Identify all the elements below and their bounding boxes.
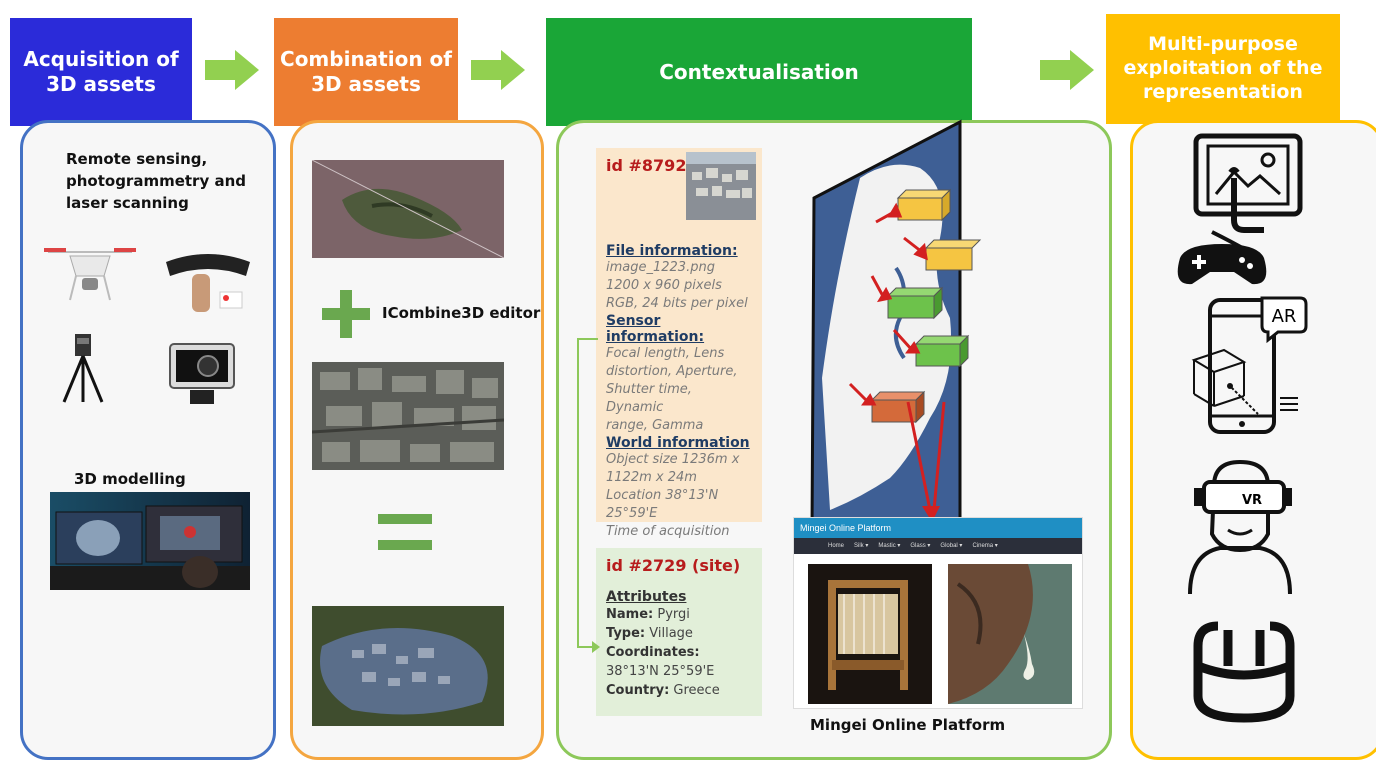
world-info-text: Object size 1236m x 1122m x 24m Location… [606, 452, 740, 539]
attr-name: Name: Pyrgi [606, 607, 690, 622]
ar-label: AR [1272, 306, 1297, 327]
cube-3 [886, 286, 944, 320]
mastic-image [948, 564, 1072, 704]
nav-cinema[interactable]: Cinema ▾ [972, 543, 998, 549]
attr-country: Country: Greece [606, 683, 720, 698]
sensor-info-text: Focal length, Lens distortion, Aperture,… [606, 346, 738, 433]
acquisition-panel [20, 120, 276, 760]
combined-model-image [312, 606, 504, 726]
laser-scanner-image [62, 334, 104, 403]
vr-label: VR [1242, 493, 1262, 508]
attr-coordinates-value: 38°13'N 25°59'E [606, 664, 715, 679]
europe-map-plane [810, 119, 982, 532]
nav-global[interactable]: Global ▾ [940, 543, 963, 549]
ar-phone-icon: AR [1191, 296, 1308, 434]
card1-thumbnail [686, 152, 756, 220]
platform-window: Mingei Online Platform Home Silk ▾ Masti… [794, 518, 1082, 708]
loom-image [808, 564, 932, 704]
file-info-title: File information: [606, 243, 738, 259]
cube-4 [914, 334, 970, 368]
drone-image [44, 248, 136, 301]
attr-coordinates: Coordinates: [606, 645, 700, 660]
platform-titlebar: Mingei Online Platform [794, 518, 1082, 538]
vr-headset-icon: VR [1188, 459, 1292, 595]
platform-nav[interactable]: Home Silk ▾ Mastic ▾ Glass ▾ Global ▾ Ci… [794, 538, 1082, 554]
touch-screen-gamepad-icon [1177, 133, 1303, 285]
cylinder-display-icon [1193, 621, 1295, 723]
card2-id: id #2729 (site) [606, 556, 741, 575]
equals-icon [378, 514, 432, 550]
village-aerial-image [312, 362, 504, 470]
header-acquisition: Acquisition of 3D assets [10, 18, 192, 126]
header-multipurpose: Multi-purpose exploitation of the repres… [1106, 14, 1340, 124]
cube-2 [924, 239, 982, 271]
multipurpose-panel [1130, 120, 1376, 760]
platform-link-arrows [906, 401, 946, 522]
nav-glass[interactable]: Glass ▾ [910, 543, 931, 549]
platform-caption: Mingei Online Platform [810, 716, 1006, 734]
editor-label: ICombine3D editor [382, 304, 541, 322]
cube-1 [896, 188, 952, 222]
flow-arrow-2 [471, 50, 525, 90]
modelling-photo [50, 492, 250, 590]
nav-mastic[interactable]: Mastic ▾ [878, 543, 901, 549]
action-camera-image [169, 343, 235, 404]
modelling-label: 3D modelling [74, 470, 186, 488]
cube-5 [870, 390, 926, 424]
sensor-info-title: Sensor information: [606, 313, 705, 345]
card1-id: id #8792 [606, 156, 687, 175]
nav-silk[interactable]: Silk ▾ [854, 543, 869, 549]
terrain-image-1 [312, 160, 504, 258]
nav-home[interactable]: Home [828, 543, 845, 549]
metadata-card-site: id #2729 (site) Attributes Name: Pyrgi T… [596, 548, 762, 716]
attributes-title: Attributes [606, 589, 687, 605]
handheld-scanner-image [166, 254, 250, 312]
card-link-arrow [577, 338, 600, 653]
acquisition-caption: Remote sensing, photogrammetry and laser… [66, 150, 246, 212]
plus-icon [322, 290, 370, 338]
file-info-text: image_1223.png 1200 x 960 pixels RGB, 24… [606, 260, 748, 311]
attr-type: Type: Village [606, 626, 693, 641]
flow-arrow-3 [1040, 50, 1094, 90]
flow-arrow-1 [205, 50, 259, 90]
header-combination: Combination of 3D assets [274, 18, 458, 126]
header-contextualisation: Contextualisation [546, 18, 972, 126]
world-info-title: World information [606, 435, 750, 451]
